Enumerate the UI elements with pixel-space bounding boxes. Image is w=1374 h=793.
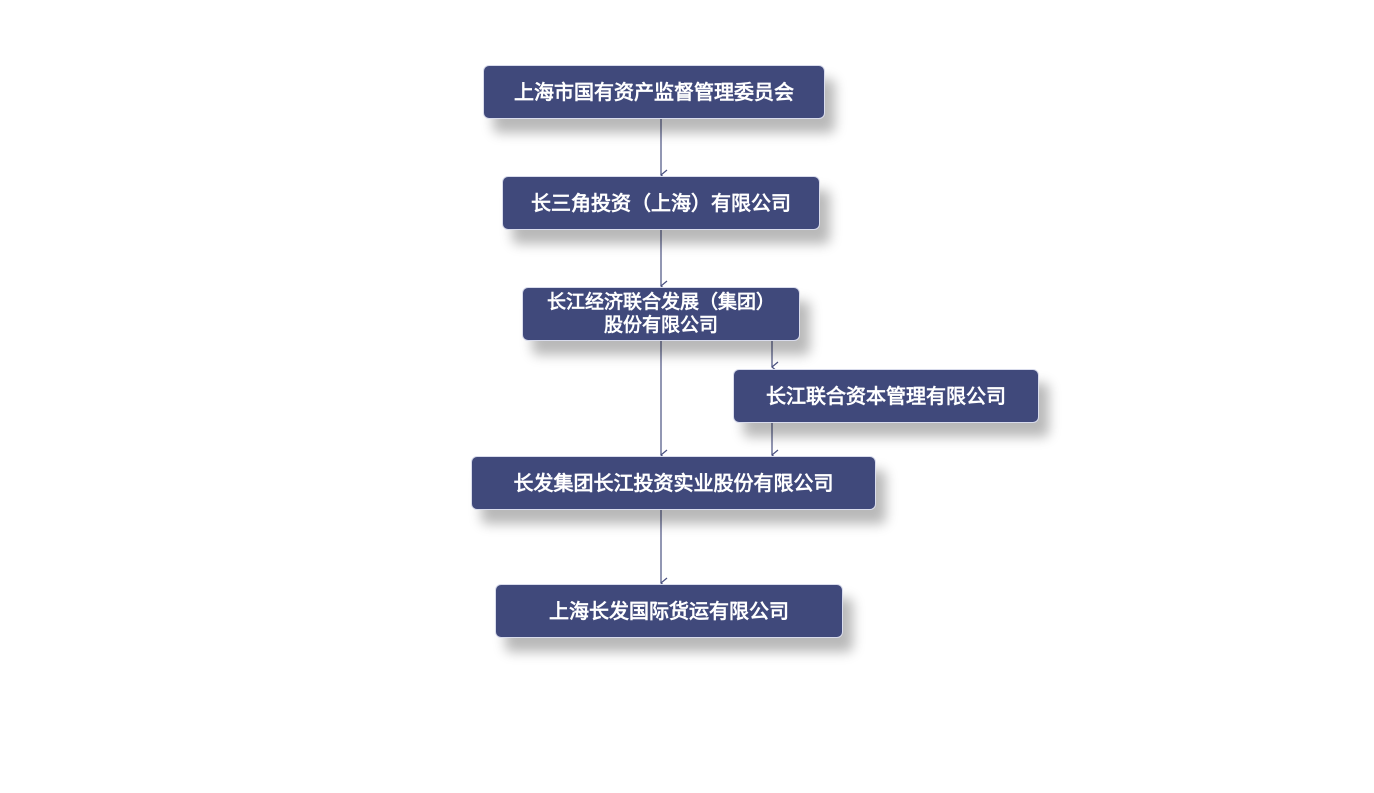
node-label: 上海市国有资产监督管理委员会 [514,80,794,104]
node-label-line-1: 长江经济联合发展（集团） [546,291,775,313]
node-label-line-2: 股份有限公司 [603,314,718,336]
node-label: 长发集团长江投资实业股份有限公司 [513,471,834,495]
node-shanghai-changfa-freight: 上海长发国际货运有限公司 [495,584,843,638]
node-label: 上海长发国际货运有限公司 [549,599,789,623]
node-label: 长江联合资本管理有限公司 [766,384,1006,408]
node-label: 长三角投资（上海）有限公司 [531,191,791,215]
node-yangtze-delta-investment: 长三角投资（上海）有限公司 [502,176,820,230]
node-changfa-changjiang-investment: 长发集团长江投资实业股份有限公司 [471,456,876,510]
node-changjiang-economic-union-group: 长江经济联合发展（集团） 股份有限公司 [522,287,800,341]
node-changjiang-united-capital: 长江联合资本管理有限公司 [733,369,1039,423]
node-shanghai-sasac: 上海市国有资产监督管理委员会 [483,65,825,119]
